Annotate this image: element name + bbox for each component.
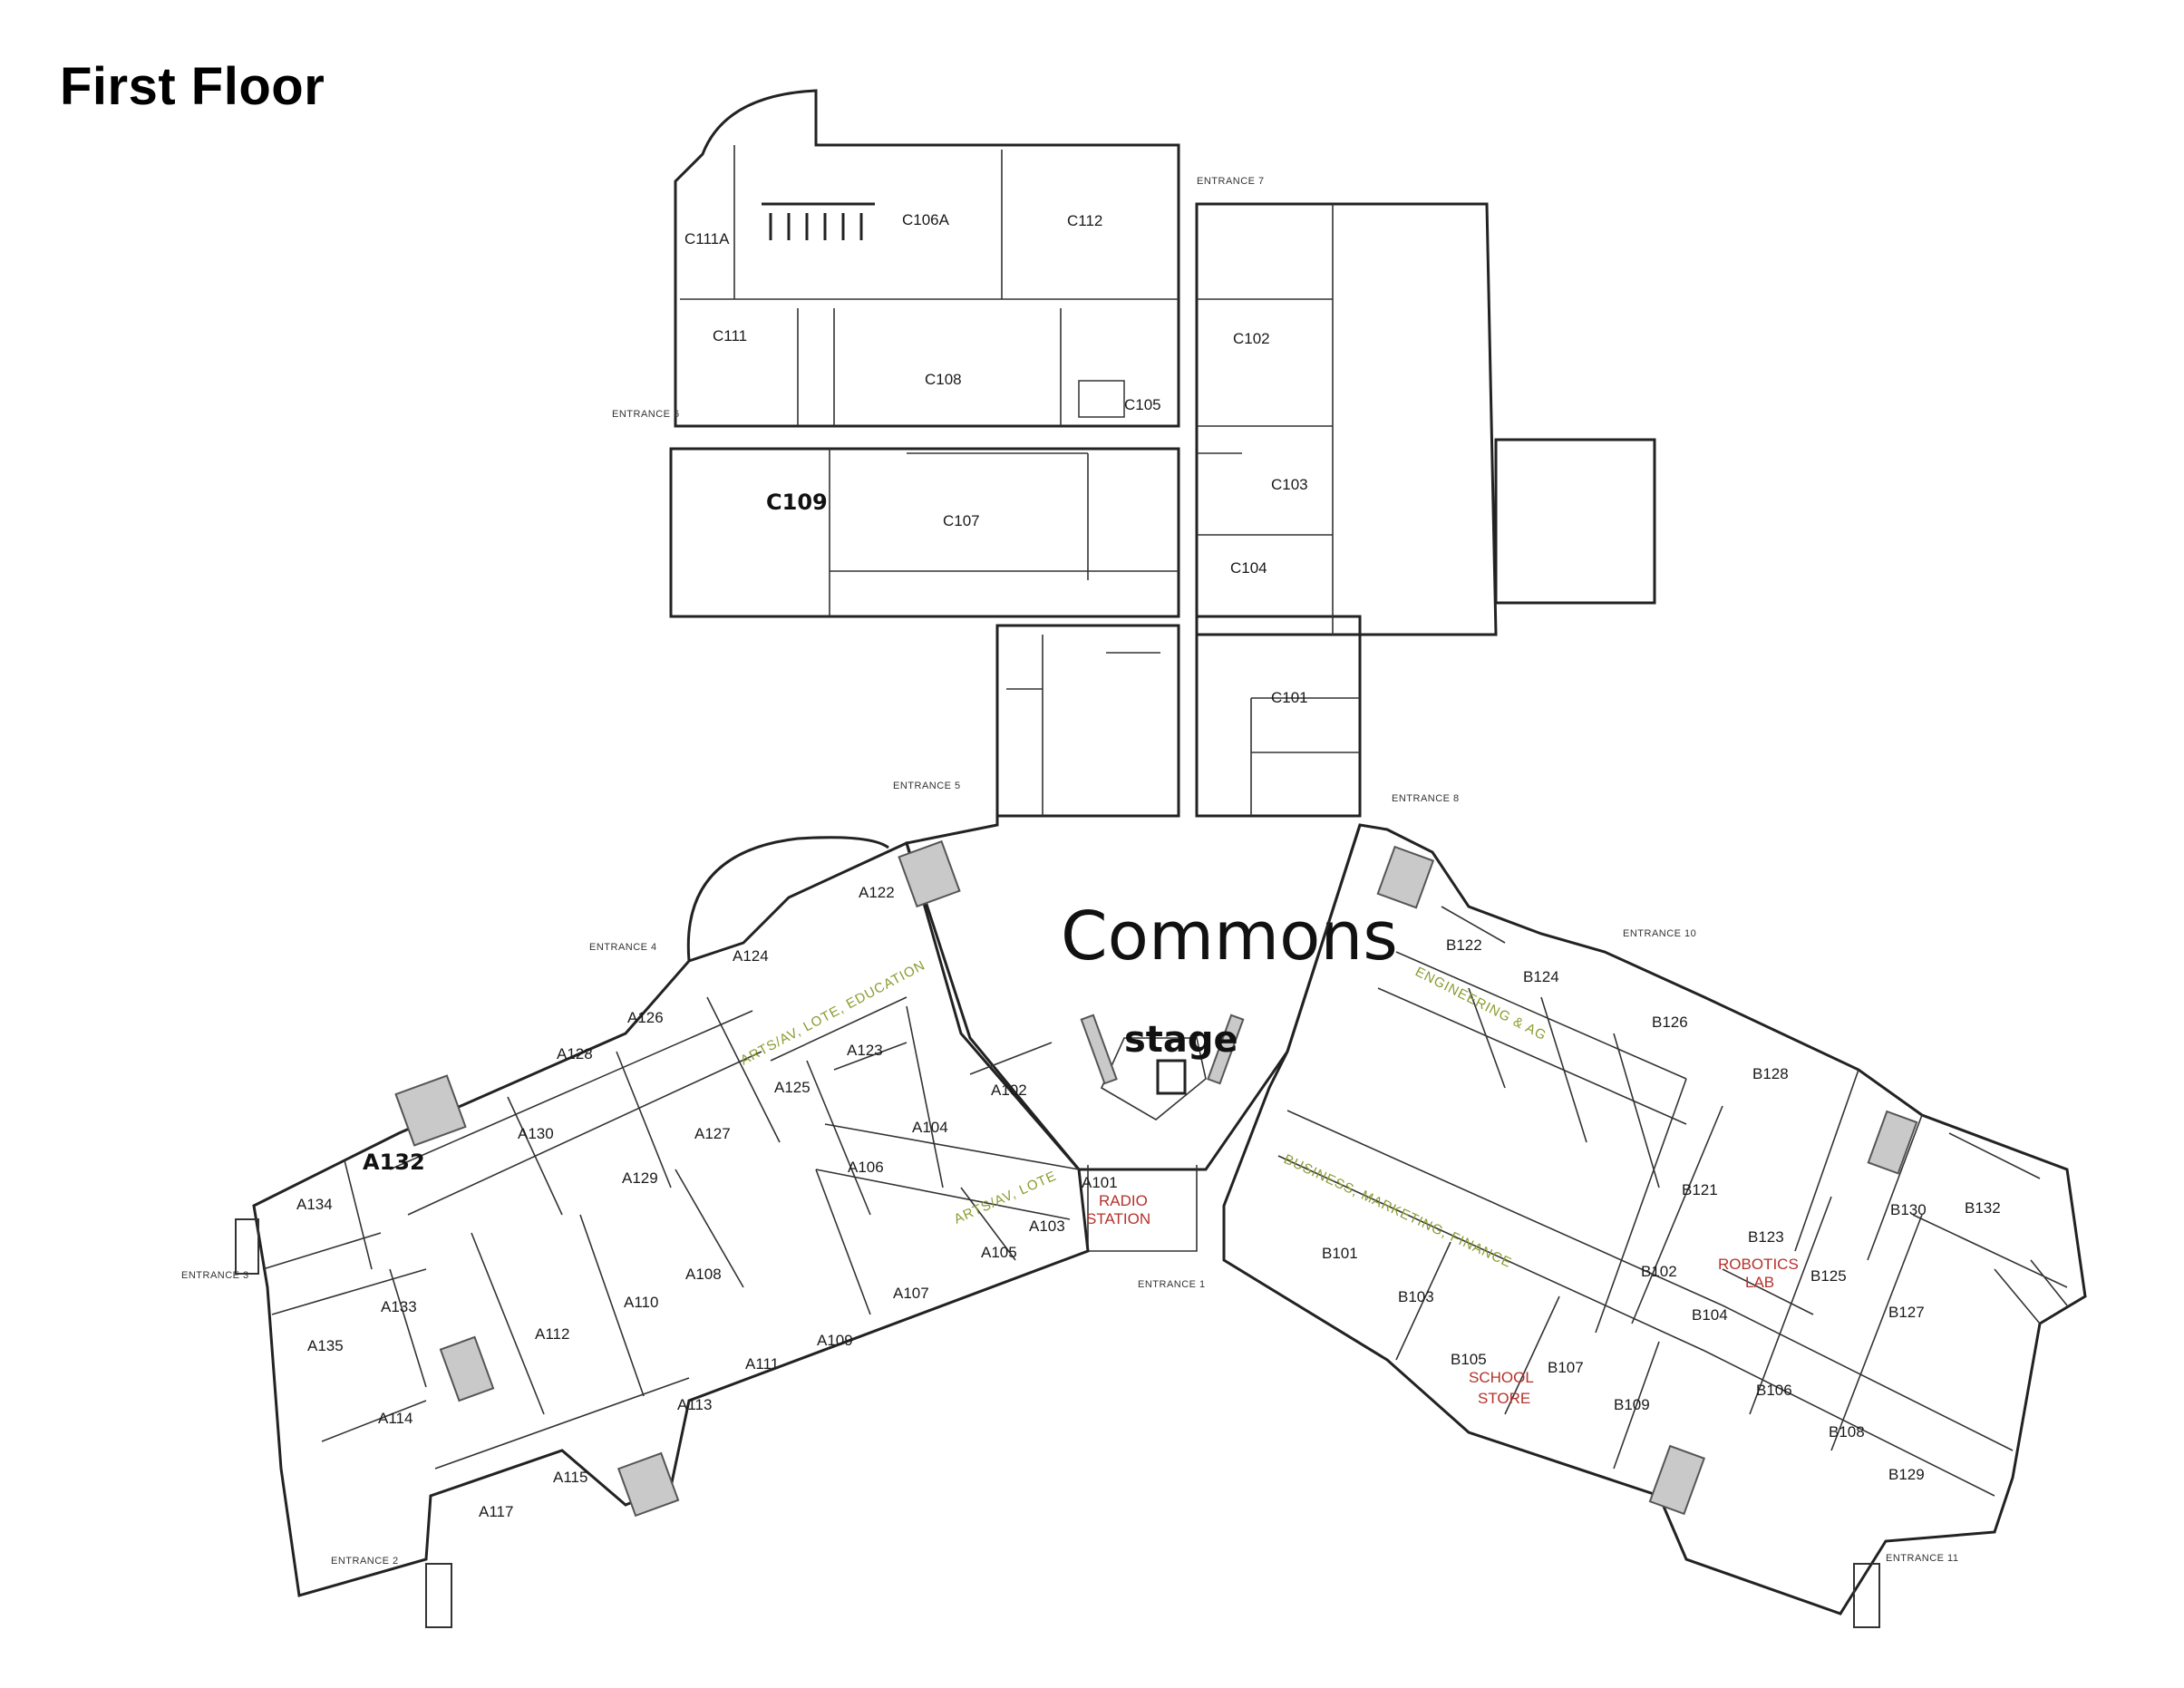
school-store-line1: SCHOOL — [1469, 1369, 1534, 1386]
room-c102: C102 — [1233, 330, 1270, 347]
room-a126: A126 — [627, 1009, 664, 1026]
room-b124: B124 — [1523, 968, 1559, 985]
room-a108: A108 — [685, 1266, 722, 1283]
room-a133: A133 — [381, 1298, 417, 1315]
room-a105: A105 — [981, 1244, 1017, 1261]
room-c106a: C106A — [902, 211, 950, 228]
room-a125: A125 — [774, 1079, 811, 1096]
room-b126: B126 — [1652, 1014, 1688, 1031]
room-b129: B129 — [1888, 1466, 1925, 1483]
room-c111a: C111A — [684, 230, 730, 247]
entrance-1: ENTRANCE 1 — [1138, 1279, 1206, 1290]
entrance-5: ENTRANCE 5 — [893, 781, 961, 791]
commons-label: Commons — [1061, 897, 1398, 975]
room-b122: B122 — [1446, 936, 1482, 954]
room-b105: B105 — [1451, 1351, 1487, 1368]
entrance-7: ENTRANCE 7 — [1197, 176, 1265, 187]
room-a103: A103 — [1029, 1217, 1065, 1235]
room-a134: A134 — [296, 1196, 333, 1213]
room-b127: B127 — [1888, 1304, 1925, 1321]
room-a104: A104 — [912, 1119, 948, 1136]
room-a109: A109 — [817, 1332, 853, 1349]
entrance-2: ENTRANCE 2 — [331, 1556, 399, 1567]
room-c111: C111 — [713, 327, 747, 344]
room-a130: A130 — [518, 1125, 554, 1142]
entrance-4: ENTRANCE 4 — [589, 942, 657, 953]
room-b125: B125 — [1810, 1267, 1847, 1285]
room-a115: A115 — [553, 1469, 587, 1486]
room-a132-handwritten: A132 — [363, 1150, 425, 1175]
room-a101: A101 — [1082, 1174, 1118, 1191]
room-a124: A124 — [733, 947, 769, 965]
room-c103: C103 — [1271, 476, 1308, 493]
a-wing — [235, 836, 1090, 1628]
room-b102: B102 — [1641, 1263, 1677, 1280]
room-b103: B103 — [1398, 1288, 1434, 1305]
corridor-business: BUSINESS, MARKETING, FINANCE — [1281, 1151, 1514, 1271]
room-a127: A127 — [694, 1125, 731, 1142]
room-a113: A113 — [677, 1396, 712, 1413]
room-a114: A114 — [378, 1410, 413, 1427]
room-a110: A110 — [624, 1294, 658, 1311]
room-b128: B128 — [1752, 1065, 1789, 1082]
room-b107: B107 — [1548, 1359, 1584, 1376]
room-a107: A107 — [893, 1285, 929, 1302]
room-b101: B101 — [1322, 1245, 1358, 1262]
entrance-11: ENTRANCE 11 — [1886, 1553, 1958, 1564]
room-b123: B123 — [1748, 1228, 1784, 1246]
room-c109-handwritten: C109 — [766, 490, 828, 515]
entrance-10: ENTRANCE 10 — [1623, 928, 1696, 939]
page-title: First Floor — [60, 57, 325, 116]
room-b109: B109 — [1614, 1396, 1650, 1413]
room-a117: A117 — [479, 1503, 513, 1520]
corridor-arts-lote-education: ARTS/AV, LOTE, EDUCATION — [738, 957, 928, 1068]
room-a111: A111 — [745, 1355, 779, 1373]
robotics-lab-line1: ROBOTICS — [1718, 1256, 1799, 1273]
school-store-line2: STORE — [1478, 1390, 1530, 1407]
c-wing — [669, 89, 1656, 818]
room-c108: C108 — [925, 371, 962, 388]
b-wing — [1222, 823, 2087, 1628]
room-a112: A112 — [535, 1325, 569, 1343]
room-a106: A106 — [848, 1159, 884, 1176]
room-c104: C104 — [1230, 559, 1267, 577]
room-c105: C105 — [1124, 396, 1161, 413]
entrance-3: ENTRANCE 3 — [181, 1270, 249, 1281]
room-a102: A102 — [991, 1082, 1027, 1099]
stage-label: stage — [1124, 1019, 1238, 1061]
entrance-6: ENTRANCE 6 — [612, 409, 680, 420]
room-a129: A129 — [622, 1169, 658, 1187]
commons-area — [905, 816, 1362, 1252]
room-a128: A128 — [557, 1045, 593, 1062]
room-a123: A123 — [847, 1042, 883, 1059]
room-b121: B121 — [1682, 1181, 1718, 1198]
room-b104: B104 — [1692, 1306, 1728, 1324]
room-a135: A135 — [307, 1337, 344, 1354]
robotics-lab-line2: LAB — [1745, 1274, 1774, 1291]
room-c101: C101 — [1271, 689, 1308, 706]
radio-station-line1: RADIO — [1099, 1192, 1148, 1209]
room-b130: B130 — [1890, 1201, 1927, 1218]
room-b106: B106 — [1756, 1382, 1792, 1399]
entrance-8: ENTRANCE 8 — [1392, 793, 1460, 804]
room-a122: A122 — [859, 884, 895, 901]
radio-station-line2: STATION — [1086, 1210, 1150, 1227]
room-b132: B132 — [1965, 1199, 2001, 1217]
room-b108: B108 — [1829, 1423, 1865, 1441]
room-c107: C107 — [943, 512, 980, 529]
room-c112: C112 — [1067, 212, 1102, 229]
